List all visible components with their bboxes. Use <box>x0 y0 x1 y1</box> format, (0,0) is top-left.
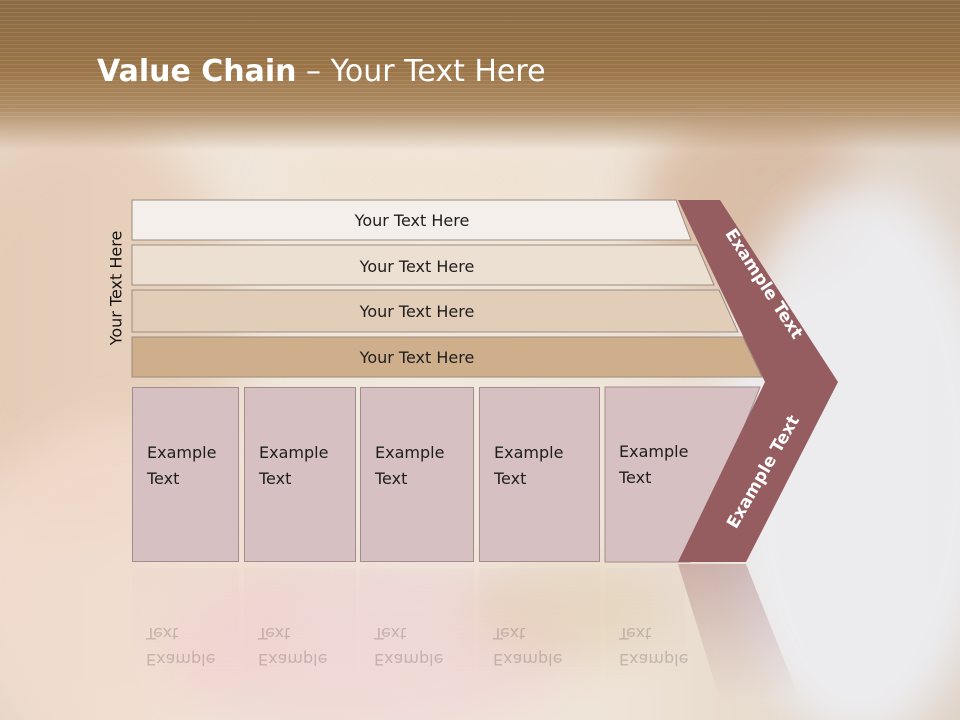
primary-activity-1: Example Text <box>132 387 239 562</box>
reflection-3: Example Text <box>360 568 474 688</box>
primary-activity-5: Example Text <box>619 442 689 487</box>
support-bar-2 <box>131 244 715 286</box>
support-bar-1 <box>131 199 692 241</box>
chevron-reflection <box>678 564 800 700</box>
reflection-1: Example Text <box>132 568 239 688</box>
title-bold: Value Chain <box>97 54 297 89</box>
primary-activity-3: Example Text <box>360 387 474 562</box>
support-bar-label-2: Your Text Here <box>132 246 702 286</box>
chevron-arrow <box>678 200 838 562</box>
primary-activity-2: Example Text <box>244 387 356 562</box>
reflection-4: Example Text <box>479 568 600 688</box>
support-bar-3 <box>131 289 739 333</box>
reflection-2: Example Text <box>244 568 356 688</box>
bar-label: Your Text Here <box>359 256 475 276</box>
header-texture <box>0 0 960 120</box>
support-bar-4 <box>131 336 763 378</box>
support-bar-label-1: Your Text Here <box>132 200 692 240</box>
support-bar-label-4: Your Text Here <box>132 337 702 377</box>
reflection-5: Example Text <box>605 568 688 688</box>
bar-label: Your Text Here <box>359 301 475 321</box>
primary-activity-4: Example Text <box>479 387 600 562</box>
title-rest: – Your Text Here <box>296 54 546 89</box>
bar-label: Your Text Here <box>359 347 475 367</box>
header-band <box>0 0 960 150</box>
slide-title: Value Chain – Your Text Here <box>97 54 546 89</box>
support-bar-label-3: Your Text Here <box>132 291 702 331</box>
bar-label: Your Text Here <box>354 210 470 230</box>
